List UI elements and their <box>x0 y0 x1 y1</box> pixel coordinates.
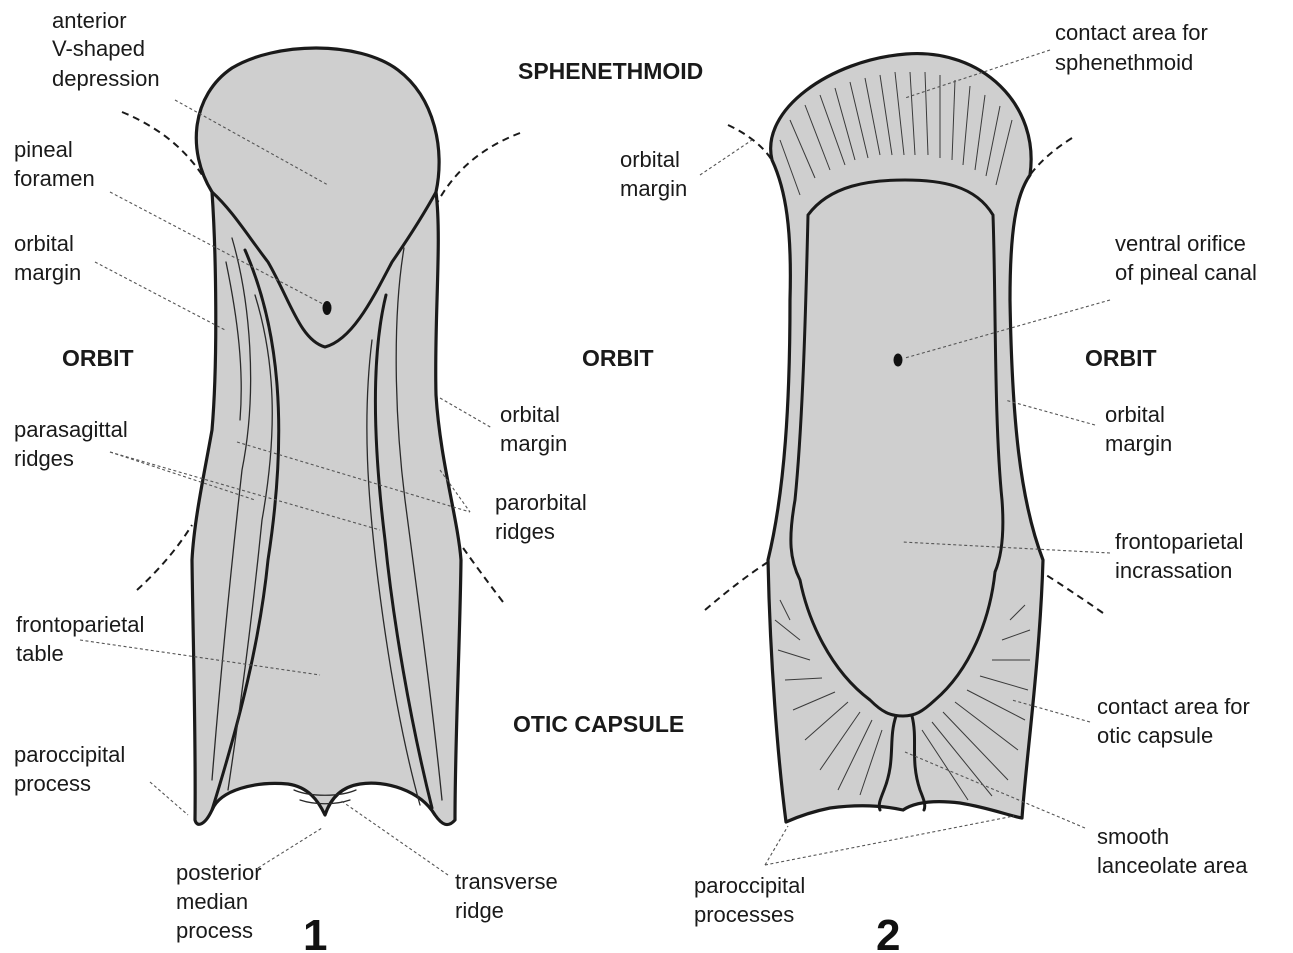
label-frontoparietal-incrassation: frontoparietal incrassation <box>1115 529 1250 583</box>
label-paroccipital-processes: paroccipital processes <box>694 873 811 927</box>
label-parasagittal-ridges: parasagittal ridges <box>14 417 134 471</box>
region-label-orbit-left: ORBIT <box>62 345 134 371</box>
label-parorbital-ridges: parorbital ridges <box>495 490 593 544</box>
frontoparietal-bone-outline <box>192 48 461 825</box>
region-label-orbit-right: ORBIT <box>1085 345 1157 371</box>
label-contact-area-sphenethmoid: contact area for sphenethmoid <box>1055 20 1214 75</box>
label-orbital-margin-right: orbital margin <box>500 402 567 456</box>
label-frontoparietal-table: frontoparietal table <box>16 612 151 666</box>
label-orbital-margin-left: orbital margin <box>14 231 81 285</box>
label-pineal-foramen: pineal foramen <box>14 137 95 191</box>
figure-1-drawing <box>122 48 520 825</box>
label-posterior-median-process: posterior median process <box>176 860 268 943</box>
label-paroccipital-process: paroccipital process <box>14 742 131 796</box>
label-orbital-margin-right-2: orbital margin <box>1105 402 1172 456</box>
region-label-otic-capsule: OTIC CAPSULE <box>513 711 684 737</box>
pineal-foramen <box>323 301 332 315</box>
figure-number-1: 1 <box>303 911 327 953</box>
region-label-sphenethmoid: SPHENETHMOID <box>518 58 703 84</box>
otic-outline-dashed <box>137 525 192 590</box>
label-anterior-depression: anterior V-shaped depression <box>52 8 160 91</box>
region-label-orbit-center: ORBIT <box>582 345 654 371</box>
label-orbital-margin-left-2: orbital margin <box>620 147 687 201</box>
otic-outline-dashed <box>461 545 503 602</box>
orbit-outline-dashed <box>728 125 773 162</box>
label-contact-area-otic-capsule: contact area for otic capsule <box>1097 694 1256 748</box>
orbit-outline-dashed <box>436 133 520 205</box>
label-transverse-ridge: transverse ridge <box>455 869 564 923</box>
orbit-outline-dashed <box>1030 138 1072 175</box>
figure-number-2: 2 <box>876 911 900 953</box>
figure-2-drawing <box>705 54 1103 822</box>
otic-outline-dashed <box>705 562 768 610</box>
ventral-orifice-pineal-canal <box>894 354 903 367</box>
otic-outline-dashed <box>1043 573 1103 613</box>
frontoparietal-incrassation <box>791 180 1003 716</box>
label-smooth-lanceolate-area: smooth lanceolate area <box>1097 824 1248 878</box>
label-ventral-orifice-pineal-canal: ventral orifice of pineal canal <box>1115 231 1257 285</box>
